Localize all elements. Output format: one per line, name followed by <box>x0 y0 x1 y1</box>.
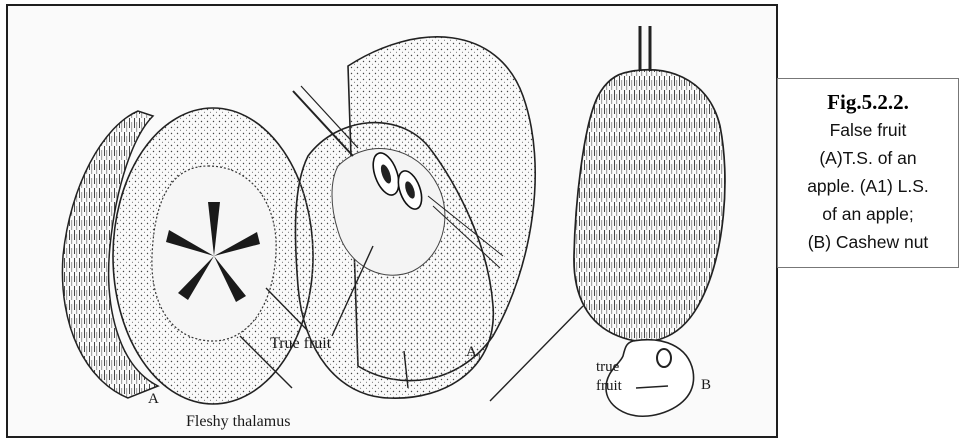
false-fruit-illustration: A A1 B True fruit true fruit Fleshy thal… <box>8 6 780 440</box>
figure-frame: A A1 B True fruit true fruit Fleshy thal… <box>6 4 778 438</box>
label-a: A <box>148 391 159 407</box>
label-fleshy-thalamus: Fleshy thalamus <box>186 413 290 430</box>
caption-line: False fruit <box>778 116 958 144</box>
apple-transverse-section <box>62 108 313 404</box>
cashew-apple <box>574 70 725 342</box>
caption-line: apple. (A1) L.S. <box>778 172 958 200</box>
caption-title: Fig.5.2.2. <box>778 88 958 116</box>
cashew-nut-drawing <box>574 26 725 416</box>
figure-caption: Fig.5.2.2. False fruit (A)T.S. of an app… <box>777 78 959 268</box>
label-true-fruit: True fruit <box>270 335 332 352</box>
caption-line: (B) Cashew nut <box>778 228 958 256</box>
label-true-fruit-small-2: fruit <box>596 378 623 394</box>
label-b: B <box>701 377 711 393</box>
cashew-stalk <box>640 26 650 71</box>
caption-line: of an apple; <box>778 200 958 228</box>
caption-line: (A)T.S. of an <box>778 144 958 172</box>
label-true-fruit-small-1: true <box>596 359 620 375</box>
